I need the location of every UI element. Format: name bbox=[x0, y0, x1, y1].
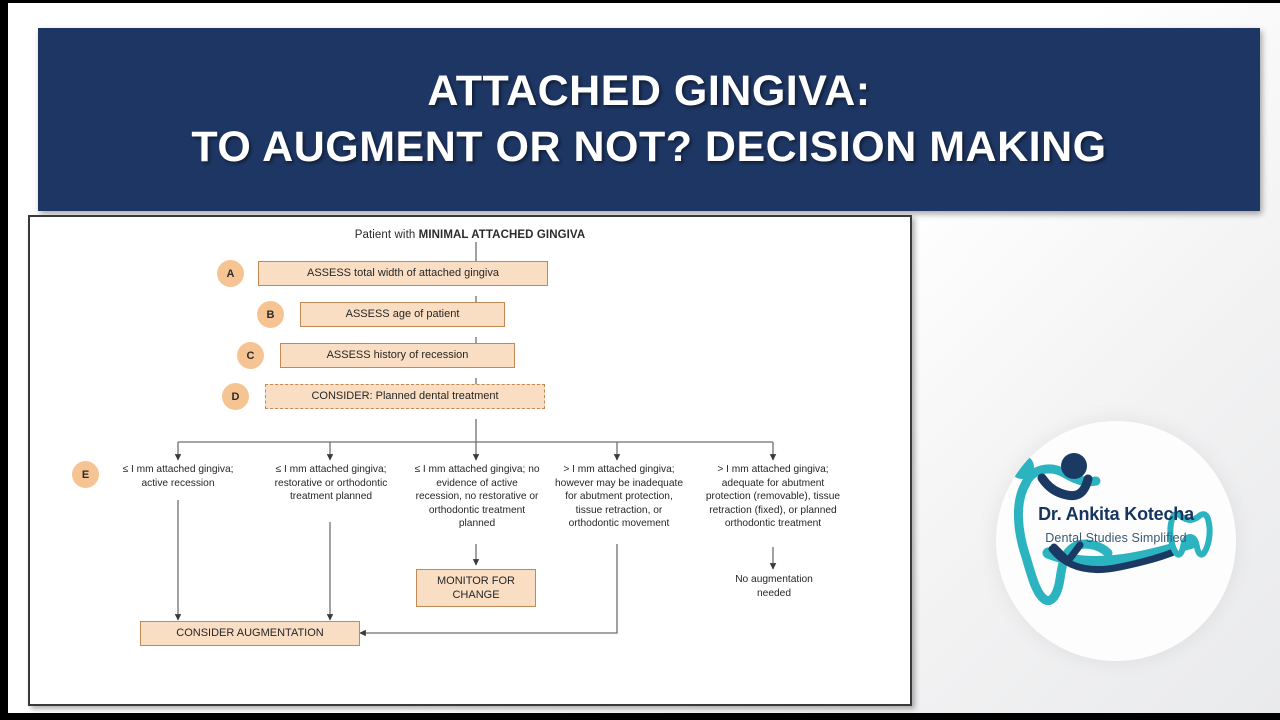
logo-watermark: Dr. Ankita Kotecha Dental Studies Simpli… bbox=[996, 421, 1236, 661]
branch-text-2: ≤ I mm attached gingiva; restorative or … bbox=[274, 464, 388, 503]
flowchart-heading: Patient with MINIMAL ATTACHED GINGIVA bbox=[30, 229, 910, 241]
flowchart-canvas: Patient with MINIMAL ATTACHED GINGIVA A … bbox=[30, 217, 910, 704]
letterbox-bottom bbox=[0, 713, 1280, 720]
no-aug-line-2: needed bbox=[757, 587, 791, 599]
branch-text-4: > I mm attached gingiva; however may be … bbox=[555, 464, 683, 530]
badge-c: C bbox=[237, 342, 264, 369]
flowchart-panel: Patient with MINIMAL ATTACHED GINGIVA A … bbox=[28, 215, 912, 706]
monitor-line-1: MONITOR FOR bbox=[436, 574, 515, 587]
text-no-augmentation-needed: No augmentation needed bbox=[708, 573, 840, 600]
letterbox-top bbox=[0, 0, 1280, 3]
badge-e: E bbox=[72, 461, 99, 488]
node-assess-history[interactable]: ASSESS history of recession bbox=[280, 343, 515, 368]
badge-d: D bbox=[222, 383, 249, 410]
logo-mark-icon bbox=[1010, 453, 1213, 605]
logo-name: Dr. Ankita Kotecha bbox=[1038, 504, 1194, 524]
heading-emphasis: MINIMAL ATTACHED GINGIVA bbox=[418, 229, 586, 241]
heading-prefix: Patient with bbox=[354, 229, 419, 241]
node-assess-age[interactable]: ASSESS age of patient bbox=[300, 302, 505, 327]
no-aug-line-1: No augmentation bbox=[735, 574, 813, 585]
node-monitor-for-change[interactable]: MONITOR FOR CHANGE bbox=[416, 569, 536, 607]
slide-canvas: ATTACHED GINGIVA: TO AUGMENT OR NOT? DEC… bbox=[8, 3, 1280, 713]
node-assess-total-width[interactable]: ASSESS total width of attached gingiva bbox=[258, 261, 548, 286]
badge-a: A bbox=[217, 260, 244, 287]
title-line-1: ATTACHED GINGIVA: bbox=[427, 67, 871, 116]
branch-text-1: ≤ I mm attached gingiva; active recessio… bbox=[122, 464, 234, 489]
branch-text-3: ≤ I mm attached gingiva; no evidence of … bbox=[414, 464, 540, 530]
flowchart-connectors bbox=[174, 242, 777, 637]
logo-tagline: Dental Studies Simplified bbox=[1045, 531, 1187, 545]
badge-b: B bbox=[257, 301, 284, 328]
letterbox-left bbox=[0, 0, 8, 720]
node-consider-planned-treatment[interactable]: CONSIDER: Planned dental treatment bbox=[265, 384, 545, 409]
branch-text-5: > I mm attached gingiva; adequate for ab… bbox=[705, 464, 841, 530]
monitor-line-2: CHANGE bbox=[452, 589, 500, 601]
node-consider-augmentation[interactable]: CONSIDER AUGMENTATION bbox=[140, 621, 360, 646]
title-banner: ATTACHED GINGIVA: TO AUGMENT OR NOT? DEC… bbox=[38, 28, 1260, 211]
title-line-2: TO AUGMENT OR NOT? DECISION MAKING bbox=[191, 122, 1107, 171]
